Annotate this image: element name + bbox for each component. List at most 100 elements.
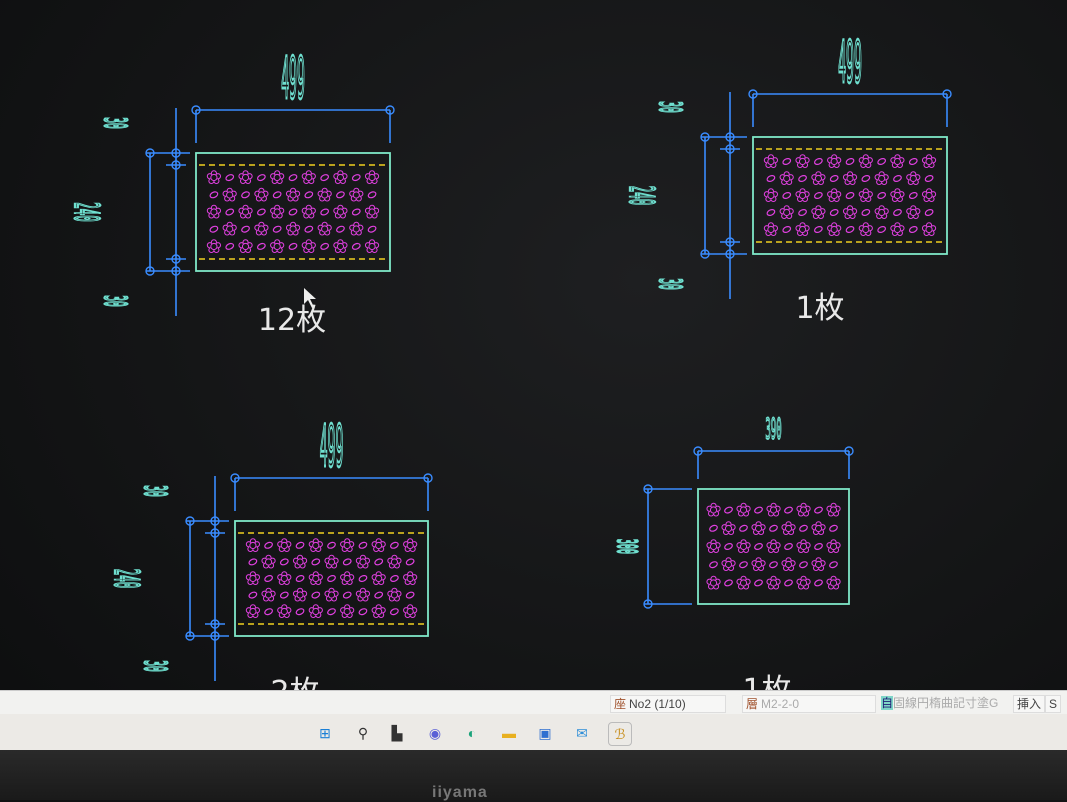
petal-icon [327, 541, 336, 549]
petal-icon [782, 191, 792, 200]
sakura-flower-icon: ✿ [811, 518, 826, 538]
sakura-flower-icon: ✿ [721, 555, 736, 575]
sakura-flower-icon: ✿ [308, 535, 323, 555]
sakura-flower-icon: ✿ [796, 573, 811, 593]
dimension-node-icon [700, 249, 710, 259]
sakura-flower-icon: ✿ [206, 168, 221, 188]
mode-field[interactable]: 自固線円楕曲記寸塗G [878, 695, 1001, 711]
petal-icon [799, 561, 808, 569]
insert-toggle[interactable]: 挿入 [1013, 695, 1046, 713]
sakura-flower-icon: ✿ [371, 602, 386, 622]
petal-icon [724, 579, 733, 587]
petal-icon [367, 191, 377, 199]
sakura-flower-icon: ✿ [779, 169, 794, 189]
dimension-node-icon [145, 148, 155, 158]
sakura-flower-icon: ✿ [317, 185, 332, 205]
sakura-flower-icon: ✿ [827, 220, 842, 240]
sakura-flower-icon: ✿ [763, 152, 778, 172]
petal-icon [709, 524, 718, 532]
sakura-flower-icon: ✿ [333, 202, 348, 222]
sakura-flower-icon: ✿ [285, 219, 300, 239]
petal-icon [861, 174, 871, 183]
cad-canvas[interactable]: ✿✿✿✿✿✿✿✿✿✿✿✿✿✿✿✿✿✿✿✿✿✿✿✿✿✿✿✿499302403012… [0, 0, 1067, 692]
petal-icon [784, 542, 793, 551]
dimension-node-icon [700, 132, 710, 142]
petal-icon [784, 506, 793, 514]
petal-icon [327, 574, 336, 583]
sheet-prefix: 座 [614, 697, 627, 711]
sakura-flower-icon: ✿ [371, 569, 386, 589]
dimension-label-rotated: 30 [652, 101, 687, 113]
dimension-node-icon [210, 516, 220, 526]
sheet-count-caption: 1枚 [795, 291, 844, 326]
s-field[interactable]: S [1045, 695, 1062, 713]
petal-icon [256, 174, 266, 182]
dimension-node-icon [725, 237, 735, 247]
file-explorer-icon[interactable]: ▬ [502, 725, 516, 741]
sakura-flower-icon: ✿ [245, 602, 260, 622]
s-label: S [1049, 697, 1058, 711]
sakura-flower-icon: ✿ [890, 220, 905, 240]
sakura-flower-icon: ✿ [270, 168, 285, 188]
monitor-bezel: iiyama [0, 750, 1067, 801]
sakura-flower-icon: ✿ [890, 152, 905, 172]
petal-icon [209, 225, 219, 233]
sakura-flower-icon: ✿ [781, 518, 796, 538]
dimension-node-icon [210, 528, 220, 538]
dimension-label-rotated: 240 [622, 186, 662, 206]
sakura-flower-icon: ✿ [277, 535, 292, 555]
sakura-flower-icon: ✿ [238, 168, 253, 188]
petal-icon [813, 191, 823, 200]
sakura-flower-icon: ✿ [858, 186, 873, 206]
dimension-node-icon [844, 446, 854, 456]
petal-icon [813, 157, 823, 166]
petal-icon [908, 225, 918, 234]
petal-icon [405, 558, 415, 566]
taskbar: ⊞ ⚲ ▙ ◉ ◐ ▬ ▣ ✉ ℬ [0, 714, 1067, 750]
sakura-flower-icon: ✿ [270, 202, 285, 222]
store-icon[interactable]: ▣ [538, 724, 552, 741]
dimension-node-icon [210, 619, 220, 629]
sakura-flower-icon: ✿ [706, 537, 721, 557]
sakura-flower-icon: ✿ [795, 152, 810, 172]
sakura-flower-icon: ✿ [340, 569, 355, 589]
dimension-node-icon [185, 516, 195, 526]
dimension-label-rotated: 30 [137, 485, 172, 497]
task-view-icon[interactable]: ▙ [391, 724, 403, 741]
petal-icon [374, 558, 384, 566]
sakura-flower-icon: ✿ [206, 236, 221, 256]
sakura-flower-icon: ✿ [811, 555, 826, 575]
dimension-label-rotated: 30 [652, 278, 687, 290]
petal-icon [814, 579, 823, 587]
petal-icon [754, 542, 763, 551]
petal-icon [798, 174, 807, 183]
mail-icon[interactable]: ✉ [576, 724, 588, 741]
cad-app-icon[interactable]: ℬ [608, 722, 632, 746]
dimension-node-icon [643, 484, 653, 494]
petal-icon [908, 157, 918, 166]
edge-icon[interactable]: ◐ [467, 725, 477, 741]
sakura-flower-icon: ✿ [403, 569, 418, 589]
search-icon[interactable]: ⚲ [357, 724, 369, 741]
petal-icon [374, 591, 384, 599]
petal-icon [893, 208, 902, 217]
petal-icon [327, 608, 336, 616]
petal-icon [320, 174, 330, 182]
sakura-flower-icon: ✿ [922, 220, 937, 240]
petal-icon [829, 174, 839, 183]
petal-icon [336, 225, 345, 233]
windows-start-icon[interactable]: ⊞ [319, 724, 331, 741]
petal-icon [877, 225, 887, 234]
dimension-label: 390 [765, 413, 781, 447]
petal-icon [225, 242, 235, 250]
petal-icon [769, 561, 778, 569]
sakura-flower-icon: ✿ [349, 185, 364, 205]
petal-icon [358, 574, 368, 583]
petal-icon [367, 225, 377, 233]
drawing-frame [234, 520, 429, 637]
chat-icon[interactable]: ◉ [428, 724, 442, 741]
sakura-flower-icon: ✿ [355, 585, 370, 605]
